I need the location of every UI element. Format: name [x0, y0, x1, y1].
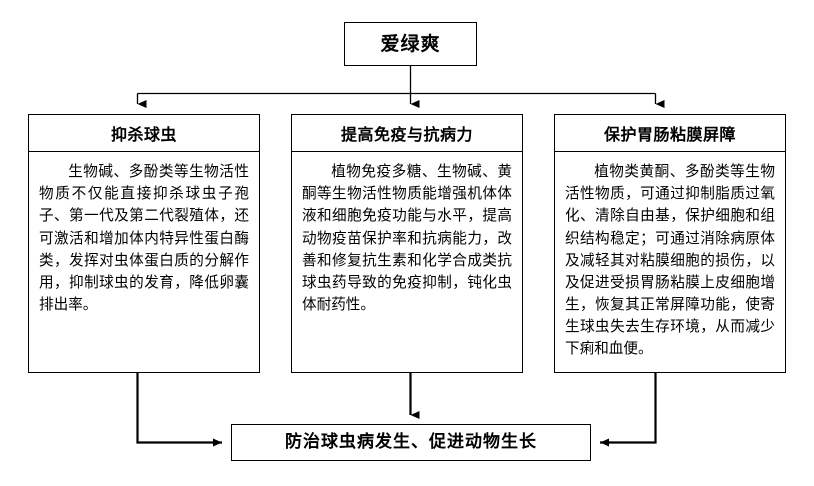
branch-1-header: 提高免疫与抗病力: [292, 115, 522, 152]
branch-2-header: 保护胃肠粘膜屏障: [555, 115, 785, 152]
branch-1-body: 植物免疫多糖、生物碱、黄酮等生物活性物质能增强机体体液和细胞免疫功能与水平，提高…: [302, 163, 512, 314]
branch-2-body: 植物类黄酮、多酚类等生物活性物质，可通过抑制脂质过氧化、清除自由基，保护细胞和组…: [565, 163, 775, 358]
root-node-box: 爱绿爽: [344, 22, 477, 66]
branch-0-body: 生物碱、多酚类等生物活性物质不仅能直接抑杀球虫子孢子、第一代及第二代裂殖体，还可…: [39, 163, 249, 314]
connector-branch-0-to-conclusion: [136, 373, 222, 447]
branch-box-suppress-coccidia: 抑杀球虫 生物碱、多酚类等生物活性物质不仅能直接抑杀球虫子孢子、第一代及第二代裂…: [28, 114, 260, 373]
root-node-label: 爱绿爽: [380, 32, 441, 55]
branch-box-protect-mucosa: 保护胃肠粘膜屏障 植物类黄酮、多酚类等生物活性物质，可通过抑制脂质过氧化、清除自…: [554, 114, 786, 373]
branch-box-boost-immunity: 提高免疫与抗病力 植物免疫多糖、生物碱、黄酮等生物活性物质能增强机体体液和细胞免…: [291, 114, 523, 373]
conclusion-node-label: 防治球虫病发生、促进动物生长: [285, 432, 537, 452]
branch-0-header: 抑杀球虫: [29, 115, 259, 152]
conclusion-node-box: 防治球虫病发生、促进动物生长: [231, 424, 591, 461]
connector-branch-2-to-conclusion: [600, 373, 657, 447]
